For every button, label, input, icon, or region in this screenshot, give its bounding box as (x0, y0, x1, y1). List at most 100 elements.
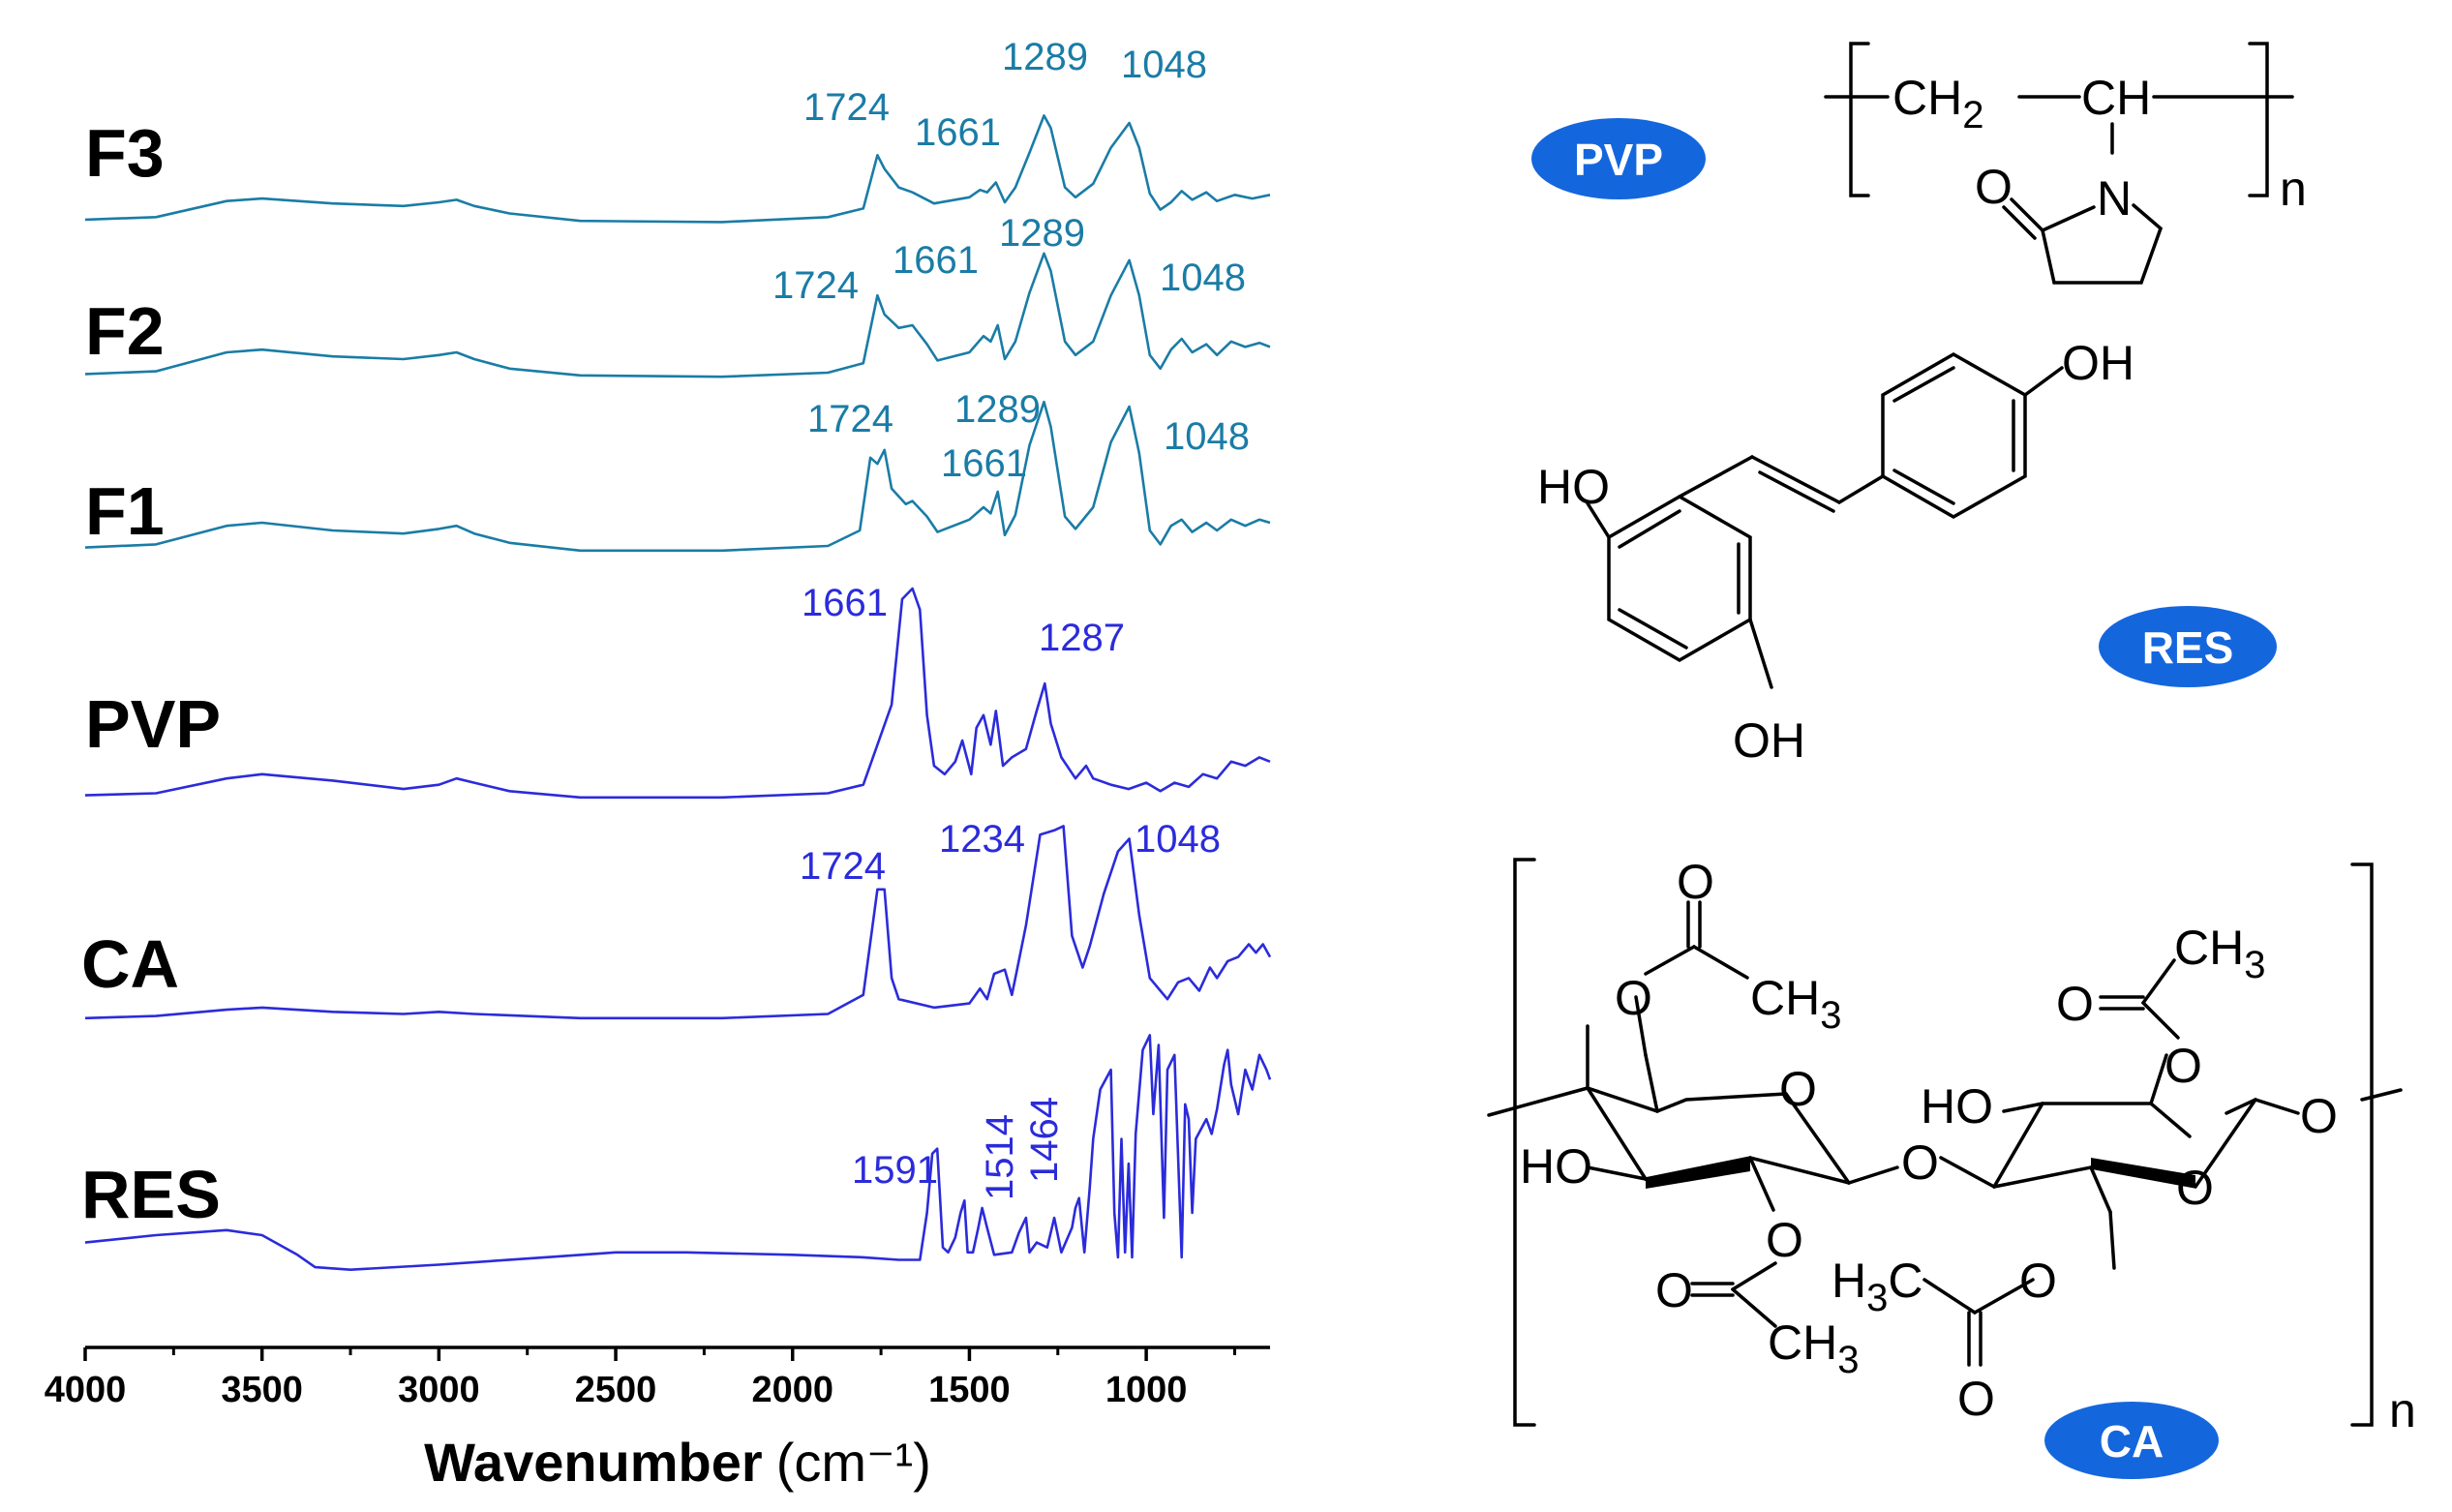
res-oh-bottom: OH (1733, 713, 1805, 768)
ca-o3: O (1766, 1213, 1803, 1267)
res-ring-left (1607, 494, 1752, 663)
res-ho-bond (1586, 501, 1611, 539)
x-tick-label: 2000 (751, 1370, 833, 1410)
sample-label-pvp: PVP (85, 686, 221, 762)
ca-acetyl (1922, 1278, 1977, 1315)
ca-o2: O (1677, 855, 1714, 909)
ca-ho-left: HO (1520, 1139, 1592, 1194)
ca-o-end-bond (2254, 1098, 2300, 1115)
ca-ch2 (1634, 995, 1648, 1057)
x-tick-label: 4000 (45, 1370, 127, 1410)
ca-o4: O (1655, 1263, 1693, 1317)
spectrum-line-f1 (84, 400, 1271, 553)
spectrum-line-pvp (84, 587, 1271, 800)
sample-label-ca: CA (81, 926, 179, 1002)
pvp-structure: PVP CH2 CH N O n (1531, 42, 2307, 285)
ca-glyco-bond (1847, 1165, 1899, 1185)
x-tick-label: 1000 (1105, 1370, 1188, 1410)
peak-label: 1048 (1160, 257, 1246, 299)
spectra-curves (84, 114, 1272, 1271)
pvp-ring (2040, 203, 2164, 285)
ca-h3c-h: H (1831, 1254, 1866, 1308)
x-tick-label: 3000 (398, 1370, 480, 1410)
ca-glyco-bond (1939, 1156, 1996, 1189)
ca-ch3-3: CH3 (1768, 1315, 1859, 1381)
peak-label: 1724 (807, 398, 893, 440)
ca-ch3-2-subscript: 3 (2244, 944, 2265, 986)
pvp-badge-text: PVP (1574, 135, 1663, 185)
ca-bracket-left (1513, 858, 1536, 1427)
ca-acetyl (1731, 1261, 1777, 1291)
peak-label: 1724 (803, 86, 890, 129)
ca-acetyl (2141, 1001, 2180, 1040)
peak-label: 1661 (941, 442, 1027, 485)
pvp-o: O (1975, 160, 2013, 214)
ca-badge-text: CA (2100, 1416, 2164, 1467)
ca-acetyl (1692, 945, 1749, 980)
ca-ch3-2: CH3 (2174, 921, 2265, 986)
pvp-badge (1531, 118, 1706, 199)
sample-label-res: RES (81, 1157, 221, 1232)
peak-label: 1661 (802, 582, 888, 624)
pvp-bracket-right (2248, 42, 2269, 197)
pvp-ch2-subscript: 2 (1962, 94, 1983, 136)
peak-label: 1289 (999, 212, 1085, 255)
spectrum-line-f3 (84, 114, 1271, 224)
spectrum-line-f2 (84, 252, 1271, 378)
x-tick-label: 1500 (928, 1370, 1011, 1410)
res-ho-left: HO (1537, 460, 1610, 514)
ca-acetyl (2141, 958, 2176, 1005)
ca-o-lower: O (2019, 1254, 2057, 1308)
ca-acetyl (1731, 1287, 1777, 1328)
ca-repeat-n: n (2389, 1383, 2416, 1437)
ca-o5-bond (2149, 1053, 2168, 1105)
x-tick-label: 2500 (575, 1370, 657, 1410)
pvp-bracket-left (1849, 42, 1870, 197)
pvp-carbonyl (2002, 205, 2037, 240)
ca-h3c: H3C (1831, 1254, 1922, 1319)
ca-ch3-1-subscript: 3 (1820, 994, 1841, 1037)
ca-acetyl (1973, 1278, 2035, 1315)
peak-label: 1048 (1164, 415, 1250, 458)
res-ring-left-double (1618, 608, 1688, 650)
ca-badge (2044, 1402, 2219, 1479)
peak-label: 1661 (915, 111, 1001, 154)
ca-end-bond (2360, 1088, 2403, 1102)
ca-o-ring2: O (2176, 1161, 2214, 1215)
ca-o-end: O (2300, 1089, 2338, 1143)
ca-ho-bond (2002, 1102, 2044, 1113)
peak-label: 1289 (954, 388, 1041, 431)
res-ring-left-double (1618, 509, 1681, 549)
ca-ring-left (1586, 1086, 1788, 1113)
sample-label-f1: F1 (85, 473, 165, 549)
x-axis-unit: (cm⁻¹) (776, 1432, 931, 1493)
peak-label: 1724 (772, 264, 859, 307)
pvp-repeat-n: n (2280, 162, 2307, 216)
ca-o3-bond (1748, 1156, 1775, 1212)
res-ring-right-double (1892, 366, 1955, 403)
ca-bracket-right (2350, 862, 2374, 1427)
res-ring-right (1881, 351, 2027, 520)
ca-ch3-1: CH3 (1750, 971, 1841, 1037)
ca-wedge (2091, 1158, 2195, 1187)
peak-label: 1464 (1023, 1097, 1066, 1183)
ca-h3c-c: C (1888, 1254, 1922, 1308)
ca-ch2 (2108, 1210, 2116, 1270)
ca-ch2 (1644, 1053, 1659, 1113)
ca-wedge (1646, 1158, 1750, 1189)
ca-o-ring1: O (1779, 1062, 1817, 1116)
res-vinyl (1750, 455, 1841, 504)
res-ring-right-double (1892, 469, 1955, 505)
x-axis-title: Wavenumber(cm⁻¹) (424, 1432, 931, 1493)
x-tick-label: 3500 (221, 1370, 303, 1410)
ca-ch3-3-subscript: 3 (1837, 1339, 1859, 1381)
peak-label: 1048 (1121, 44, 1207, 86)
res-vinyl-double (1758, 470, 1835, 513)
pvp-n: N (2097, 171, 2132, 226)
res-oh-bond (2023, 366, 2064, 397)
ca-o-lower-2: O (1957, 1372, 1995, 1426)
x-axis-label: Wavenumber (424, 1432, 763, 1493)
peak-label: 1287 (1039, 617, 1125, 659)
res-badge (2099, 606, 2277, 687)
